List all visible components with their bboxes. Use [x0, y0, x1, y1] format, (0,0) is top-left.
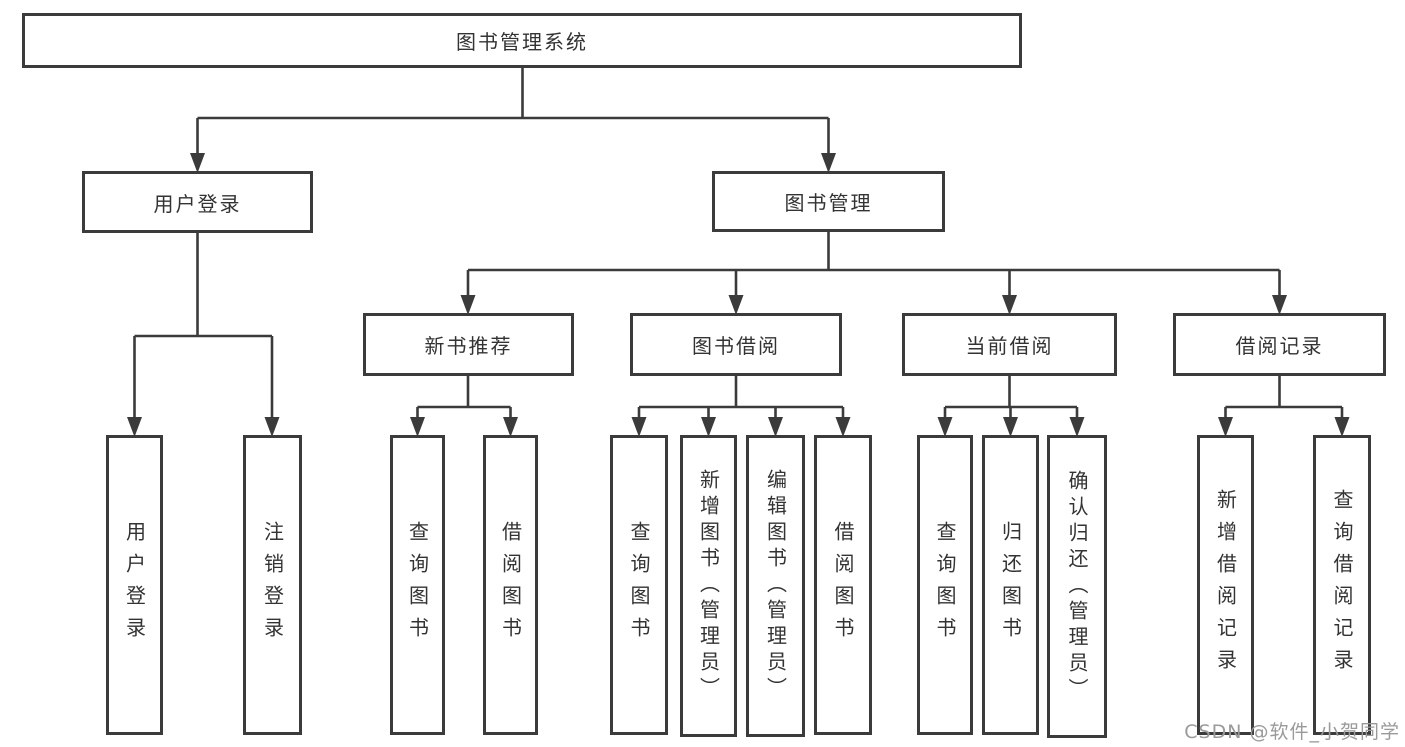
leaf-current-return-books-label: 归还图书	[998, 521, 1023, 649]
node-borrow-records: 借阅记录	[1173, 313, 1386, 376]
connector-root-to-level2	[190, 66, 836, 173]
node-current-borrowing: 当前借阅	[902, 313, 1117, 376]
connector-borrowing-to-leaves	[631, 374, 851, 437]
leaf-current-query-books-label: 查询图书	[933, 521, 957, 649]
leaf-borrow-add-books-admin-label: 新增图书（管理员）	[696, 469, 721, 703]
leaf-borrow-query-books-label: 查询图书	[627, 521, 651, 649]
watermark: CSDN @软件_小贺同学	[1184, 721, 1400, 743]
leaf-user-login: 用户登录	[106, 435, 163, 735]
node-new-book-recommend-label: 新书推荐	[424, 334, 513, 358]
leaf-borrow-query-books: 查询图书	[610, 435, 668, 735]
leaf-borrow-add-books-admin: 新增图书（管理员）	[680, 435, 737, 737]
leaf-current-confirm-return-admin: 确认归还（管理员）	[1047, 435, 1107, 738]
leaf-logout: 注销登录	[243, 435, 302, 735]
leaf-newrec-query-books: 查询图书	[390, 435, 445, 735]
node-user-login: 用户登录	[82, 171, 313, 233]
leaf-current-confirm-return-admin-label: 确认归还（管理员）	[1065, 469, 1089, 704]
node-root-label: 图书管理系统	[456, 30, 588, 54]
leaf-current-query-books: 查询图书	[917, 435, 973, 735]
connector-records-to-leaves	[1218, 374, 1350, 437]
leaf-newrec-query-books-label: 查询图书	[405, 521, 430, 649]
connector-newrec-to-leaves	[410, 374, 518, 437]
leaf-records-query-record: 查询借阅记录	[1313, 435, 1371, 735]
node-book-management: 图书管理	[712, 171, 945, 232]
connector-bookmgmt-to-level3	[460, 231, 1287, 315]
node-book-management-label: 图书管理	[784, 191, 873, 215]
leaf-borrow-edit-books-admin-label: 编辑图书（管理员）	[763, 469, 788, 703]
node-current-borrowing-label: 当前借阅	[965, 334, 1054, 358]
node-book-borrowing: 图书借阅	[630, 313, 842, 376]
node-new-book-recommend: 新书推荐	[363, 313, 574, 376]
leaf-borrow-borrow-books: 借阅图书	[814, 435, 872, 735]
leaf-borrow-borrow-books-label: 借阅图书	[831, 521, 855, 649]
leaf-newrec-borrow-books-label: 借阅图书	[498, 521, 523, 649]
node-root: 图书管理系统	[22, 13, 1022, 68]
leaf-records-query-record-label: 查询借阅记录	[1330, 489, 1354, 681]
connector-current-to-leaves	[937, 374, 1085, 437]
leaf-records-add-record-label: 新增借阅记录	[1213, 489, 1238, 681]
leaf-records-add-record: 新增借阅记录	[1197, 435, 1254, 735]
leaf-logout-label: 注销登录	[260, 521, 285, 649]
leaf-user-login-label: 用户登录	[122, 521, 147, 649]
connector-userlogin-to-leaves	[127, 231, 280, 437]
leaf-current-return-books: 归还图书	[982, 435, 1039, 735]
node-borrow-records-label: 借阅记录	[1235, 334, 1324, 358]
leaf-newrec-borrow-books: 借阅图书	[483, 435, 538, 735]
leaf-borrow-edit-books-admin: 编辑图书（管理员）	[746, 435, 805, 737]
node-book-borrowing-label: 图书借阅	[692, 334, 780, 358]
node-user-login-label: 用户登录	[153, 191, 242, 216]
